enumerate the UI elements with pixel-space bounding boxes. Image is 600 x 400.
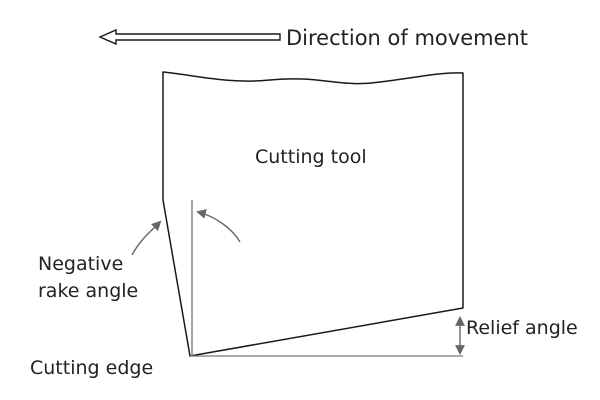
rake-label-line2: rake angle	[38, 280, 138, 302]
rake-angle-arc-arrow	[196, 209, 241, 243]
rake-label-line1: Negative	[38, 253, 123, 275]
tool-label: Cutting tool	[255, 146, 367, 168]
direction-label: Direction of movement	[286, 26, 528, 50]
edge-label: Cutting edge	[30, 357, 153, 379]
direction-arrow-icon	[98, 28, 281, 46]
relief-label: Relief angle	[466, 317, 578, 339]
negative-rake-pointer-arrow	[131, 220, 162, 256]
cutting-tool-body	[162, 71, 464, 357]
